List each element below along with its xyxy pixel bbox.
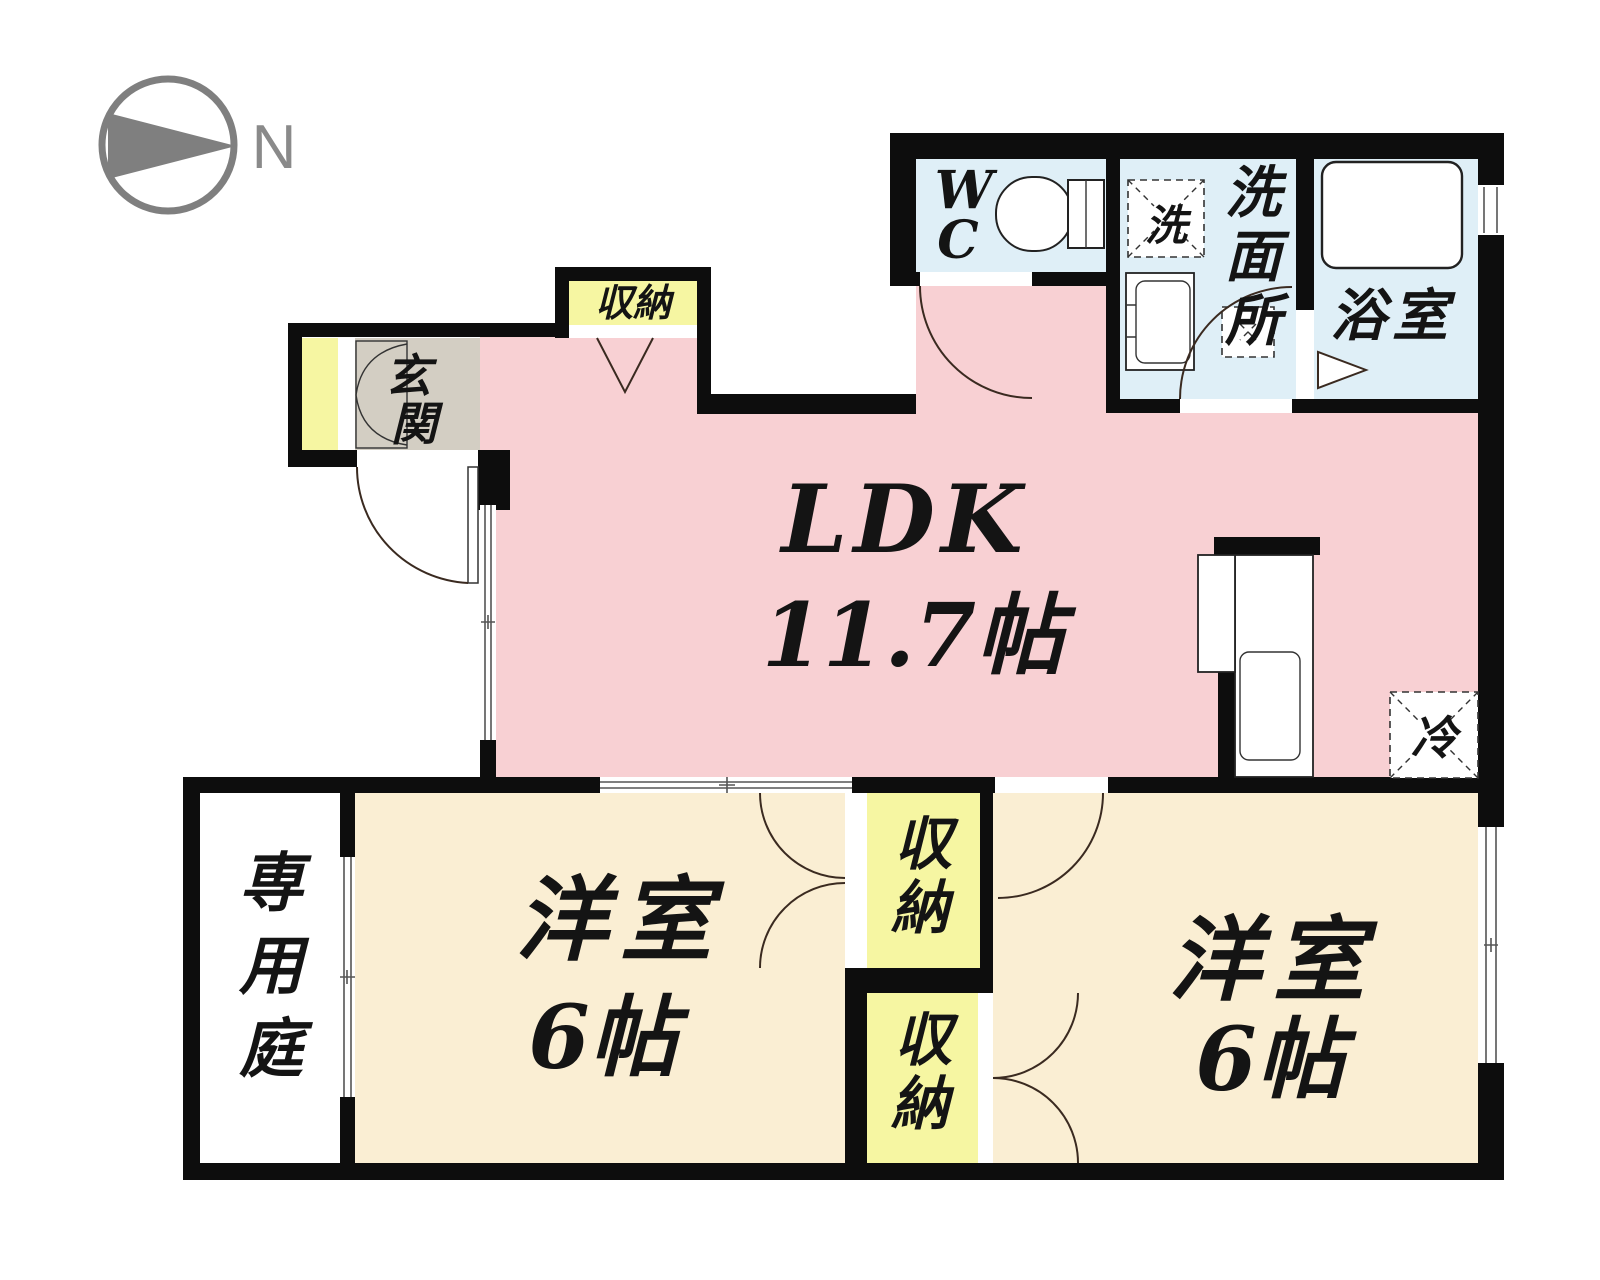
compass-needle (108, 113, 236, 179)
room-private-garden-fill (200, 793, 340, 1163)
closet-west-door-arcs (759, 792, 846, 969)
room-bedroom-east-fill (993, 793, 1478, 1163)
kitchen-counter-icon (1234, 554, 1314, 778)
bedroom-east-label: 洋室 (1169, 906, 1378, 1014)
hall-closet-door-strip (569, 325, 697, 338)
closet-east-label-char-2: 納 (890, 1070, 955, 1138)
bedroom-east-window (1484, 827, 1498, 1063)
garden-label-char-2: 用 (238, 929, 310, 1004)
room-closet-east-fill (867, 993, 978, 1163)
compass-circle (98, 75, 238, 215)
garden-window (340, 857, 355, 1097)
washer-label: 洗 (1145, 201, 1192, 250)
entrance-door-leaf (467, 466, 479, 584)
bathroom-door-opening (1296, 310, 1314, 399)
vanity-icon (1125, 272, 1195, 371)
entrance-door-arc (355, 466, 469, 584)
wc-label-line-1: W (935, 160, 998, 221)
wc-door-opening (920, 272, 1032, 286)
wc-door-arc (919, 285, 1033, 399)
closet-east-door-strip (978, 993, 993, 1163)
closet-east-door-arcs (992, 992, 1079, 1164)
room-hall-closet-fill (569, 281, 697, 325)
kitchen-side-unit-icon (1197, 554, 1236, 673)
entrance-inner-strip (338, 338, 355, 450)
washroom-label-char-1: 洗 (1225, 160, 1288, 226)
hall-closet-label: 収納 (595, 280, 675, 325)
closet-west-door-strip (845, 793, 867, 968)
toilet-bowl-icon (995, 176, 1073, 252)
ldk-bedroom-west-sliding-door (600, 777, 852, 793)
bedroom-west-area-label: 6帖 (528, 985, 690, 1089)
compass-north-label: N (252, 113, 297, 182)
closet-west-label-char-2: 納 (890, 874, 955, 942)
room-bedroom-west-fill (355, 793, 852, 1163)
bathroom-window-opening (1478, 185, 1504, 235)
wc-label-line-2: C (937, 210, 978, 271)
bedroom-west-label: 洋室 (516, 866, 725, 974)
washroom-floor-pad-x (1239, 323, 1257, 341)
entrance-label-char-2: 関 (391, 397, 444, 451)
entrance-fold-arcs (355, 343, 408, 446)
bedroom-east-area-label: 6帖 (1195, 1007, 1357, 1111)
room-closet-west-fill (867, 793, 980, 968)
washroom-label-char-3: 所 (1224, 288, 1290, 354)
garden-label-char-1: 専 (239, 846, 312, 921)
refrigerator-space-icon (1389, 691, 1479, 779)
bedroom-east-door-arc (997, 792, 1104, 899)
bedroom-east-door-opening (995, 777, 1108, 793)
entrance-shoe-cabinet-fill (302, 338, 338, 452)
bathroom-label: 浴室 (1330, 283, 1456, 349)
ldk-west-window (481, 505, 495, 740)
washroom-door-arc (1179, 286, 1293, 400)
ldk-label: LDK (778, 465, 1028, 575)
entrance-label-char-1: 玄 (385, 349, 438, 403)
vanity-drawer-lines (1126, 304, 1136, 338)
bathtub-icon (1320, 160, 1464, 270)
closet-west-label-char-1: 収 (894, 810, 959, 878)
hall-closet-fold-mark (596, 337, 654, 395)
bathroom-door-triangle (1317, 350, 1369, 390)
compass-icon: N (98, 75, 297, 215)
refrigerator-label: 冷 (1411, 711, 1462, 765)
kitchen-sink-icon (1239, 651, 1301, 761)
bathroom-window (1483, 187, 1498, 233)
washroom-door-opening (1180, 399, 1292, 413)
garden-label-char-3: 庭 (239, 1012, 313, 1087)
ldk-area-label: 11.7帖 (762, 583, 1077, 687)
washer-pad-icon (1127, 179, 1205, 258)
washroom-label-char-2: 面 (1225, 224, 1290, 290)
closet-east-label-char-1: 収 (894, 1006, 959, 1074)
vanity-basin-icon (1135, 280, 1191, 364)
